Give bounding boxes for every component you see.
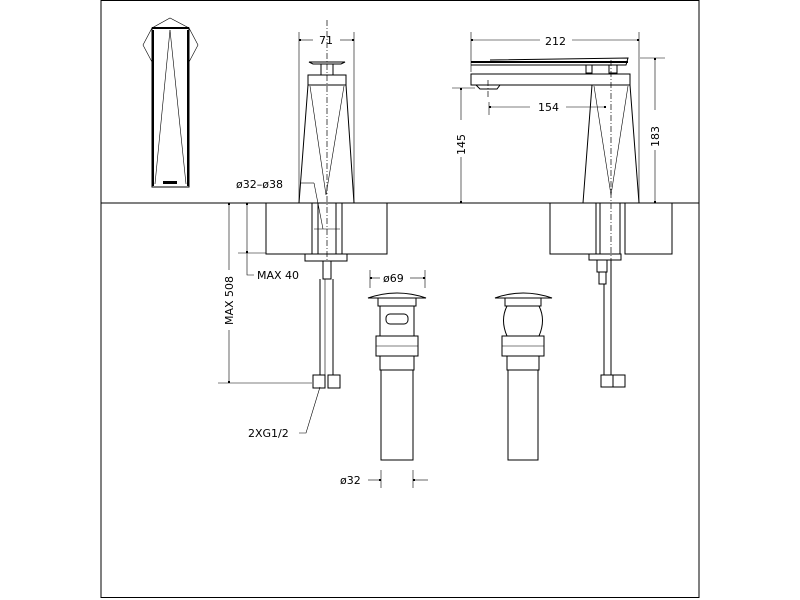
dim-overall-length: 212: [545, 35, 566, 48]
dim-max-hose: MAX 508: [223, 276, 236, 325]
dim-hole-diameter: ø32–ø38: [236, 178, 283, 191]
dim-front-width: 71: [319, 34, 333, 47]
dim-drain-cap: ø69: [383, 272, 404, 285]
profile-view-faucet: [452, 32, 673, 388]
dim-connection: 2XG1/2: [248, 427, 289, 440]
dim-spout-reach: 154: [538, 101, 559, 114]
dim-max-deck: MAX 40: [257, 269, 299, 282]
popup-drain-section: [367, 270, 428, 488]
front-view-faucet: [142, 17, 199, 188]
dim-drain-pipe: ø32: [340, 474, 361, 487]
popup-drain-elevation: [494, 292, 553, 461]
installation-dimensions: [218, 202, 321, 434]
drawing-frame: [100, 0, 700, 598]
dim-spout-height: 145: [455, 134, 468, 155]
dim-overall-height: 183: [649, 126, 662, 147]
side-view-faucet: [265, 20, 388, 389]
